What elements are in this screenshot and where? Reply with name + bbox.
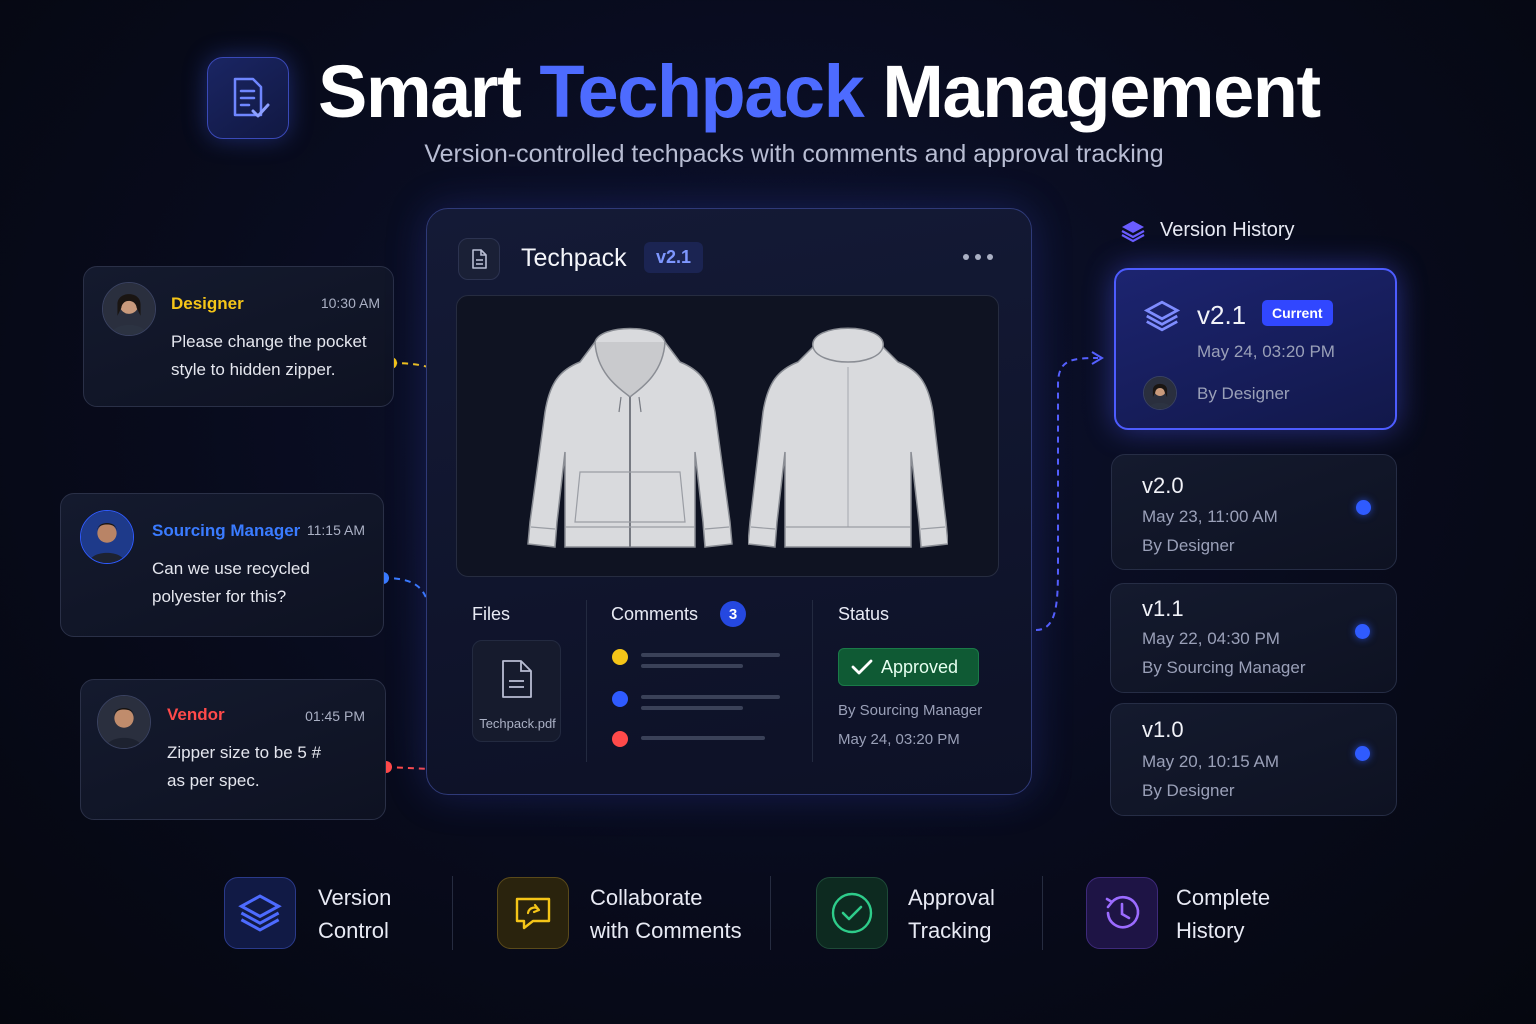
hoodie-back-sketch bbox=[748, 327, 948, 548]
version-number: v1.1 bbox=[1142, 596, 1184, 621]
version-author: By Sourcing Manager bbox=[1142, 658, 1306, 677]
feature-approval bbox=[816, 877, 888, 949]
current-badge: Current bbox=[1262, 300, 1333, 326]
check-circle-icon bbox=[831, 892, 873, 934]
section-divider bbox=[586, 600, 587, 762]
layers-icon bbox=[1144, 300, 1180, 332]
avatar bbox=[1143, 376, 1177, 410]
version-author: By Designer bbox=[1142, 781, 1235, 800]
status-approved-badge[interactable]: Approved bbox=[838, 648, 979, 686]
history-icon bbox=[1105, 895, 1140, 929]
comment-role: Sourcing Manager bbox=[152, 521, 301, 540]
version-dot bbox=[1355, 624, 1370, 639]
file-card[interactable]: Techpack.pdf bbox=[472, 640, 561, 742]
page-title: Smart Techpack Management bbox=[318, 50, 1321, 133]
comments-label: Comments bbox=[611, 604, 699, 624]
avatar bbox=[97, 695, 151, 749]
comment-time: 01:45 PM bbox=[305, 708, 365, 724]
page-subtitle: Version-controlled techpacks with commen… bbox=[424, 140, 1164, 168]
comment-card-designer[interactable]: Designer 10:30 AM Please change the pock… bbox=[83, 266, 394, 407]
hoodie-front-sketch bbox=[527, 327, 733, 548]
feature-history bbox=[1086, 877, 1158, 949]
version-history-title: Version History bbox=[1160, 219, 1295, 241]
status-by: By Sourcing Manager bbox=[838, 702, 983, 719]
version-dot bbox=[1355, 746, 1370, 761]
version-date: May 22, 04:30 PM bbox=[1142, 629, 1280, 648]
layers-icon bbox=[238, 894, 282, 932]
layers-icon bbox=[1121, 221, 1145, 243]
version-author: By Designer bbox=[1197, 384, 1290, 403]
version-date: May 24, 03:20 PM bbox=[1197, 342, 1335, 361]
comment-line bbox=[641, 664, 743, 668]
files-label: Files bbox=[472, 604, 511, 624]
comment-text: Can we use recycled polyester for this? bbox=[152, 559, 310, 606]
version-date: May 20, 10:15 AM bbox=[1142, 752, 1280, 771]
avatar bbox=[80, 510, 134, 564]
status-value: Approved bbox=[881, 656, 959, 677]
comment-line bbox=[641, 706, 743, 710]
comment-dot-red[interactable] bbox=[612, 731, 628, 747]
version-dot bbox=[1356, 500, 1371, 515]
pdf-file-icon bbox=[502, 660, 532, 698]
feature-divider bbox=[770, 876, 771, 950]
avatar bbox=[102, 282, 156, 336]
feature-divider bbox=[452, 876, 453, 950]
checkmark-icon bbox=[851, 659, 873, 675]
version-date: May 23, 11:00 AM bbox=[1142, 507, 1278, 526]
comment-role: Designer bbox=[171, 294, 244, 313]
feature-collaborate bbox=[497, 877, 569, 949]
comment-text: Zipper size to be 5 # as per spec. bbox=[167, 743, 322, 790]
comments-count-badge: 3 bbox=[720, 601, 746, 627]
comment-dot-yellow[interactable] bbox=[612, 649, 628, 665]
comment-card-vendor[interactable]: Vendor 01:45 PM Zipper size to be 5 # as… bbox=[80, 679, 386, 820]
title-highlight: Techpack bbox=[539, 50, 864, 133]
file-name: Techpack.pdf bbox=[479, 716, 556, 731]
section-divider bbox=[812, 600, 813, 762]
version-card[interactable]: v1.0 May 20, 10:15 AM By Designer bbox=[1110, 703, 1397, 816]
comment-line bbox=[641, 653, 780, 657]
version-card[interactable]: v1.1 May 22, 04:30 PM By Sourcing Manage… bbox=[1110, 583, 1397, 693]
feature-version-control bbox=[224, 877, 296, 949]
comment-line bbox=[641, 736, 765, 740]
feature-divider bbox=[1042, 876, 1043, 950]
comment-dot-blue[interactable] bbox=[612, 691, 628, 707]
comment-text: Please change the pocket style to hidden… bbox=[171, 332, 367, 379]
comment-role: Vendor bbox=[167, 705, 225, 724]
version-card[interactable]: v2.0 May 23, 11:00 AM By Designer bbox=[1111, 454, 1397, 570]
more-options-icon[interactable] bbox=[963, 254, 997, 264]
version-number: v2.0 bbox=[1142, 473, 1184, 498]
chat-icon bbox=[515, 897, 551, 930]
version-card-current[interactable]: v2.1 Current May 24, 03:20 PM By Designe… bbox=[1114, 268, 1397, 430]
version-number: v2.1 bbox=[1197, 300, 1247, 330]
comment-line bbox=[641, 695, 780, 699]
status-label: Status bbox=[838, 604, 890, 624]
document-check-icon bbox=[233, 77, 270, 118]
version-number: v1.0 bbox=[1142, 717, 1184, 742]
status-date: May 24, 03:20 PM bbox=[838, 731, 960, 748]
comment-time: 11:15 AM bbox=[306, 522, 365, 538]
panel-title: Techpack bbox=[521, 244, 627, 272]
version-badge: v2.1 bbox=[644, 242, 704, 273]
version-author: By Designer bbox=[1142, 536, 1235, 555]
comment-card-sourcing-manager[interactable]: Sourcing Manager 11:15 AM Can we use rec… bbox=[60, 493, 384, 637]
techpack-logo bbox=[207, 57, 289, 139]
comment-time: 10:30 AM bbox=[320, 295, 380, 311]
techpack-file-icon bbox=[458, 238, 500, 280]
